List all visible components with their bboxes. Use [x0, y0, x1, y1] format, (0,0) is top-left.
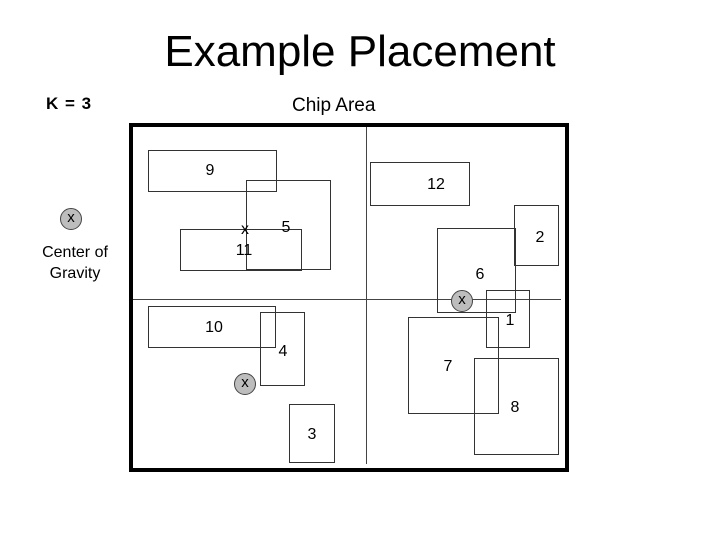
cell-label-8: 8 [510, 399, 520, 416]
cell-4 [260, 312, 305, 386]
center-of-gravity-marker: x [451, 290, 473, 312]
cell-11 [180, 229, 302, 271]
cell-label-6: 6 [475, 266, 485, 283]
horizontal-partition-line [133, 299, 561, 300]
cell-label-12: 12 [427, 176, 445, 193]
chip-area-label: Chip Area [292, 95, 376, 116]
cell-1 [486, 290, 530, 348]
cell-label-4: 4 [278, 343, 288, 360]
cell-10 [148, 306, 276, 348]
cell-8 [474, 358, 559, 455]
slide-title: Example Placement [164, 27, 556, 76]
k-value-label: K = 3 [46, 94, 93, 113]
cell-9 [148, 150, 277, 192]
cell-label-10: 10 [205, 319, 223, 336]
cell-label-1: 1 [505, 312, 515, 329]
cell-label-9: 9 [205, 162, 215, 179]
cell-6 [437, 228, 516, 313]
cell-label-11: 11 [235, 242, 253, 259]
vertical-partition-line [366, 127, 367, 464]
cell-2 [514, 205, 559, 266]
center-of-gravity-marker: x [234, 373, 256, 395]
center-of-gravity-marker: x [241, 221, 249, 238]
cell-label-5: 5 [281, 219, 291, 236]
cell-3 [289, 404, 335, 463]
cell-label-3: 3 [307, 426, 317, 443]
cell-12 [370, 162, 470, 206]
cell-7 [408, 317, 499, 414]
cell-label-7: 7 [443, 358, 453, 375]
center-of-gravity-label: Center of Gravity [42, 244, 108, 282]
legend-center-marker: x [60, 208, 82, 230]
cell-label-2: 2 [535, 229, 545, 246]
cell-5 [246, 180, 331, 270]
